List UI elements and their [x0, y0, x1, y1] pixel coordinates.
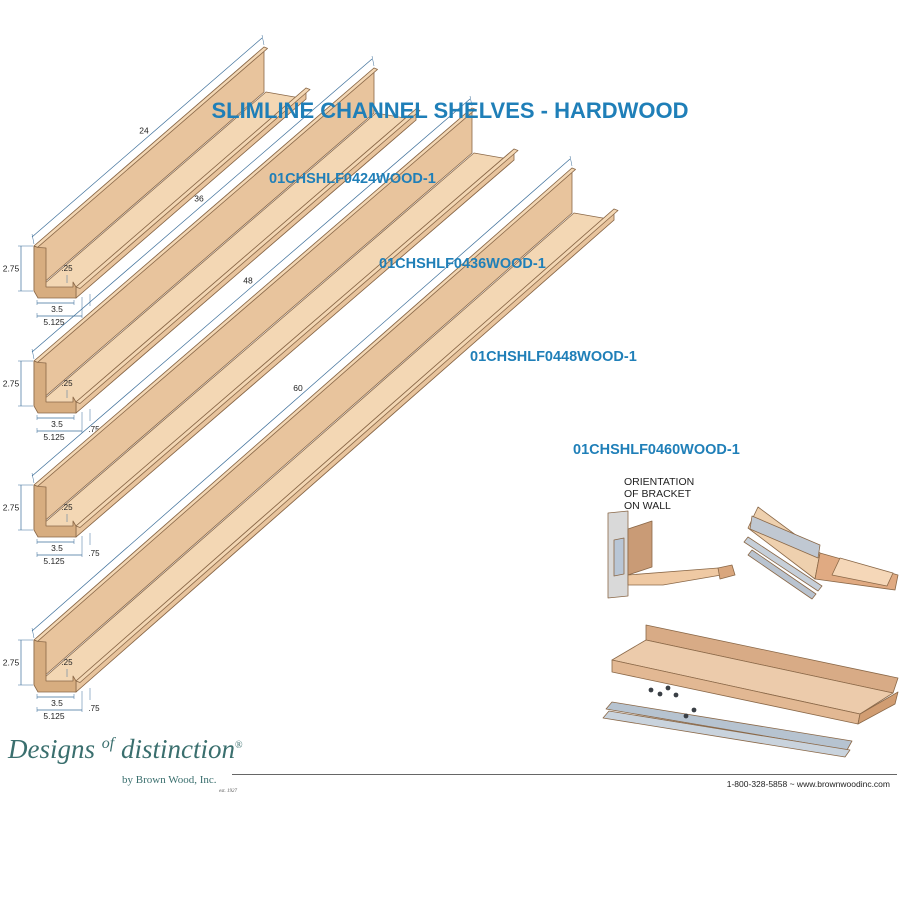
length-extension-left [31, 472, 35, 484]
logo-word-of: of [101, 735, 115, 752]
shelf-end-profile [33, 484, 77, 538]
end-bracket-rail [749, 515, 821, 559]
shelf-60: 60 2.75 .25 3.5 5.125 .75 [3, 155, 619, 721]
mounting-screw [673, 692, 679, 698]
part-number-36: 01CHSHLF0436WOOD-1 [379, 256, 546, 272]
length-extension-right [261, 34, 265, 46]
depth-label: 5.125 [43, 711, 65, 721]
shelf-lip-top [75, 208, 619, 683]
bracket-photos [602, 506, 899, 758]
footer-divider [232, 774, 897, 775]
photo-shelf-lip [857, 691, 899, 725]
channel-label: 3.5 [51, 304, 63, 314]
photo-rail-2 [602, 710, 851, 758]
length-extension-left [31, 627, 35, 639]
side-shelf-back [627, 520, 653, 576]
length-extension-right [371, 55, 375, 67]
shelf-end-profile [33, 245, 77, 299]
length-label: 36 [194, 194, 204, 204]
lip-gap-label: .25 [61, 264, 73, 273]
height-label: 2.75 [3, 379, 20, 389]
loose-bracket-rail-2 [747, 549, 817, 600]
company-logo: Designs of distinction® [8, 734, 243, 765]
shelf-lip-top [75, 108, 421, 404]
height-label: 2.75 [3, 503, 20, 513]
lip-gap-label: .25 [61, 379, 73, 388]
length-extension-right [469, 95, 473, 107]
shelf-lip-top [75, 148, 519, 528]
mounting-screw [683, 713, 689, 719]
length-dimension-line [31, 98, 471, 477]
side-shelf-lip [717, 564, 736, 580]
lip-depth-label: .75 [88, 549, 100, 558]
mounting-screw [648, 687, 654, 693]
orientation-line-3: ON WALL [624, 500, 671, 512]
logo-byline: by Brown Wood, Inc. [122, 774, 217, 786]
length-label: 60 [293, 383, 303, 393]
orientation-line-2: OF BRACKET [624, 488, 692, 500]
length-label: 24 [139, 126, 149, 136]
length-dimension-line [31, 37, 263, 238]
depth-label: 5.125 [43, 317, 65, 327]
part-number-48: 01CHSHLF0448WOOD-1 [470, 349, 637, 365]
length-dimension-line [31, 158, 571, 632]
length-extension-left [31, 348, 35, 360]
shelf-back-top [33, 107, 476, 487]
contact-info: 1-800-328-5858 ~ www.brownwoodinc.com [726, 779, 890, 789]
height-label: 2.75 [3, 264, 20, 274]
logo-established: est. 1927 [219, 789, 238, 794]
logo-word-designs: Designs [8, 734, 95, 764]
loose-bracket-rail [743, 536, 823, 592]
depth-label: 5.125 [43, 556, 65, 566]
mounting-screw [657, 691, 663, 697]
channel-label: 3.5 [51, 698, 63, 708]
height-label: 2.75 [3, 658, 20, 668]
shelf-36: 36 2.75 .25 3.5 5.125 .75 [3, 55, 421, 442]
wall-bracket [613, 537, 625, 577]
end-shelf-channel [831, 557, 894, 587]
mounting-screw [691, 707, 697, 713]
lip-gap-label: .25 [61, 503, 73, 512]
length-dimension-line [31, 58, 373, 353]
side-shelf-floor [627, 567, 734, 586]
channel-label: 3.5 [51, 543, 63, 553]
length-label: 48 [243, 276, 253, 286]
shelf-end-profile [33, 639, 77, 693]
orientation-caption: ORIENTATION OF BRACKET ON WALL [624, 476, 694, 512]
length-extension-left [31, 233, 35, 245]
lip-gap-label: .25 [61, 658, 73, 667]
mounting-screw [665, 685, 671, 691]
lip-depth-label: .75 [88, 425, 100, 434]
lip-depth-label: .75 [88, 704, 100, 713]
logo-registered-mark: ® [234, 740, 243, 751]
logo-word-distinction: distinction [120, 734, 235, 764]
depth-label: 5.125 [43, 432, 65, 442]
length-extension-right [569, 155, 573, 167]
channel-label: 3.5 [51, 419, 63, 429]
shelf-24: 242.75.253.55.125.75 [3, 34, 311, 327]
part-number-60: 01CHSHLF0460WOOD-1 [573, 442, 740, 458]
page-title: SLIMLINE CHANNEL SHELVES - HARDWOOD [211, 98, 689, 123]
orientation-line-1: ORIENTATION [624, 476, 695, 488]
shelf-end-profile [33, 360, 77, 414]
shelf-lip-top [75, 87, 311, 289]
shelf-48: 48 2.75 .25 3.5 5.125 .75 [3, 95, 519, 566]
part-number-24: 01CHSHLF0424WOOD-1 [269, 171, 436, 187]
